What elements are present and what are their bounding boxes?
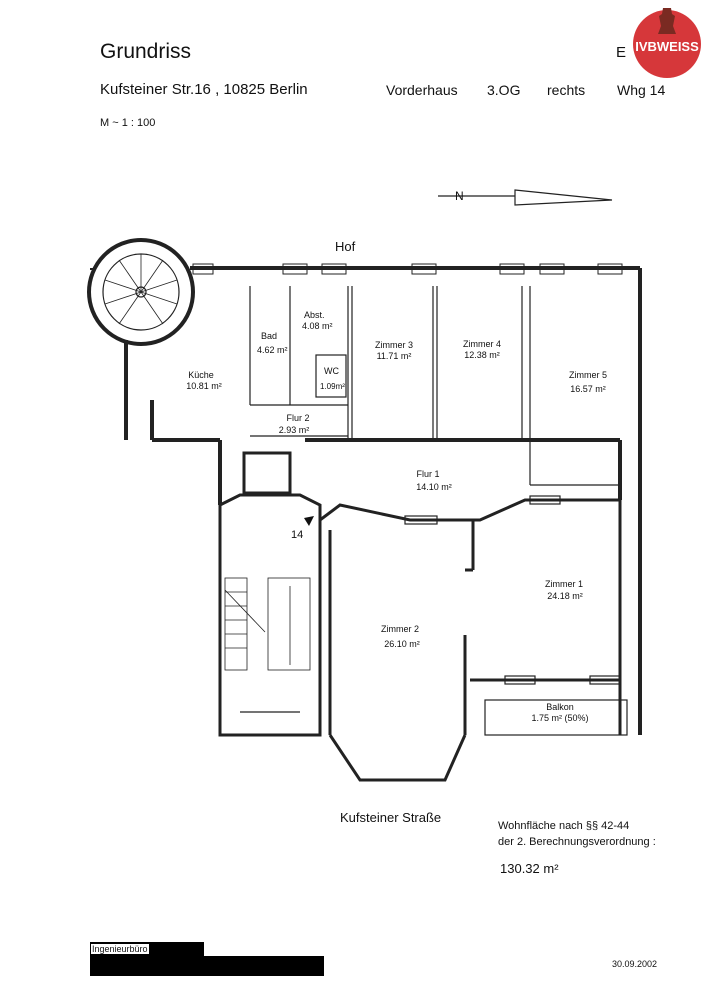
side-text: rechts [547,82,586,98]
room-zimmer1-name: Zimmer 1 [545,579,583,589]
room-abst-area: 4.08 m² [302,321,333,331]
room-wc-name: WC [324,366,339,376]
room-zimmer5-area: 16.57 m² [570,384,606,394]
elevator-shaft [242,451,292,495]
street-label: Kufsteiner Straße [340,810,442,825]
building-text: Vorderhaus [386,82,458,98]
room-flur1-area: 14.10 m² [416,482,452,492]
floor-text: 3.OG [487,82,521,98]
room-balkon-name: Balkon [546,702,574,712]
stair-tower-outer [87,238,195,346]
room-zimmer3-area: 11.71 m² [377,351,412,361]
company-logo: IVBWEISS [633,8,701,78]
page-title: Grundriss [100,40,192,63]
wc-box [315,354,347,398]
room-bad-area: 4.62 m² [257,345,288,355]
logo-text: IVBWEISS [635,39,699,54]
room-kueche-area: 10.81 m² [186,381,222,391]
room-kueche-name: Küche [188,370,214,380]
living-area-label-line1: Wohnfläche nach §§ 42-44 [498,820,630,832]
unit-text: Whg 14 [617,82,666,98]
room-abst-name: Abst. [304,310,325,320]
room-balkon-area: 1.75 m² (50%) [531,713,588,723]
redaction-bar [90,956,324,976]
address-text: Kufsteiner Str.16 , 10825 Berlin [100,81,308,98]
logo-tower-icon [658,8,676,34]
room-zimmer4-area: 12.38 m² [464,350,500,360]
stairwell [218,493,322,737]
corner-letter: E [616,44,627,61]
room-flur2-name: Flur 2 [286,413,309,423]
living-area-total: 130.32 m² [500,861,559,876]
room-zimmer4-name: Zimmer 4 [463,339,501,349]
room-zimmer2-name: Zimmer 2 [381,624,419,634]
room-wc-area: 1.09m² [320,382,345,391]
scale-text: M ~ 1 : 100 [100,117,156,129]
logo-circle [633,10,701,78]
living-area-label-line2: der 2. Berechnungsverordnung : [498,836,656,848]
bay-window [328,734,467,782]
room-flur1-name: Flur 1 [416,469,439,479]
room-flur2-area: 2.93 m² [279,425,310,435]
courtyard-label: Hof [335,239,356,254]
office-label: Ingenieurbüro [91,944,149,954]
plan-date: 30.09.2002 [612,959,658,969]
north-arrow-icon [514,189,613,206]
room-zimmer5-name: Zimmer 5 [569,370,607,380]
balcony-outline [484,699,628,736]
apartment-number: 14 [291,529,303,541]
entrance-arrow-icon [304,516,314,526]
room-zimmer3-name: Zimmer 3 [375,340,413,350]
room-zimmer2-area: 26.10 m² [384,639,420,649]
room-bad-name: Bad [261,331,277,341]
room-zimmer1-area: 24.18 m² [547,591,583,601]
north-label: N [455,189,464,203]
